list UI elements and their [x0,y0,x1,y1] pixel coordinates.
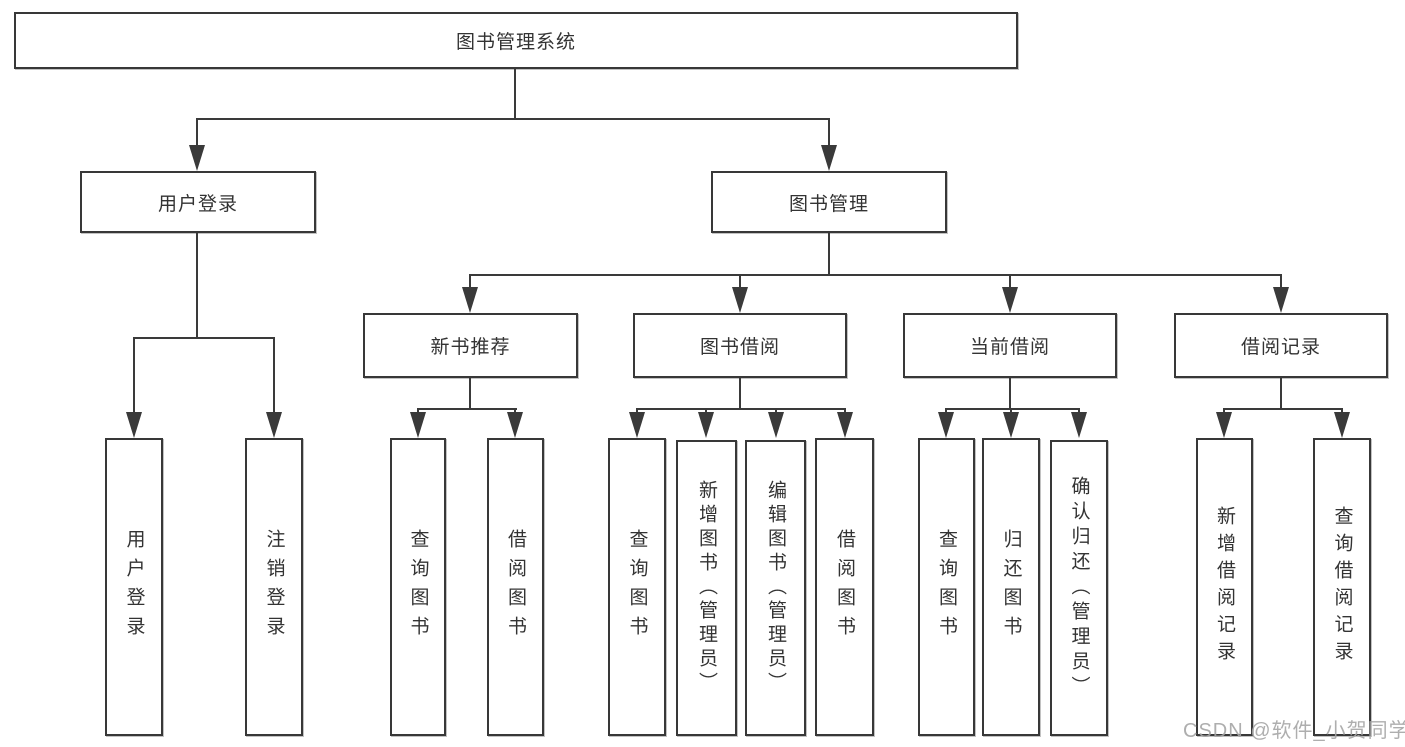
leaf-cb-query-books-label: 查询图书 [936,529,957,645]
leaf-nb-borrow-books: 借阅图书 [487,438,544,736]
node-user-login: 用户登录 [80,171,316,233]
arrow-to-book-mgmt [821,145,837,171]
csdn-watermark: CSDN @软件_小贺同学 [1183,720,1405,742]
leaf-nb-borrow-books-label: 借阅图书 [505,529,526,645]
arrow-to-borrow-records [1273,287,1289,313]
node-book-mgmt: 图书管理 [711,171,947,233]
leaf-cb-return-books: 归还图书 [982,438,1040,736]
node-book-mgmt-label: 图书管理 [788,193,869,215]
leaf-br-add-record: 新增借阅记录 [1196,438,1253,736]
connector-nb-rail [417,408,517,410]
connector-nb-stem [469,378,471,408]
leaf-nb-query-books-label: 查询图书 [407,529,429,645]
arrow-to-br-query [1334,412,1350,438]
leaf-user-login-label: 用户登录 [123,529,145,645]
leaf-br-query-record: 查询借阅记录 [1313,438,1371,736]
connector-l3-drop-3 [1009,274,1011,289]
leaf-cb-confirm-return-label: 确认归还（管理员） [1068,475,1090,701]
connector-l2-drop-right [828,118,830,148]
node-user-login-label: 用户登录 [157,193,238,215]
connector-user-rail [133,337,275,339]
arrow-to-leaf-logout [266,412,282,438]
leaf-bb-edit-books-label: 编辑图书（管理员） [765,480,786,696]
connector-l3-drop-2 [739,274,741,289]
arrow-to-bb-add [698,412,714,438]
arrow-to-nb-borrow [507,412,523,438]
leaf-cb-query-books: 查询图书 [918,438,975,736]
connector-user-drop-2 [273,337,275,414]
leaf-cb-confirm-return: 确认归还（管理员） [1050,440,1108,736]
node-new-book-rec-label: 新书推荐 [430,337,511,358]
arrow-to-nb-query [410,412,426,438]
leaf-bb-borrow-books-label: 借阅图书 [834,529,855,645]
node-book-borrow: 图书借阅 [633,313,847,378]
connector-br-stem [1280,378,1282,408]
arrow-to-cb-return [1003,412,1019,438]
connector-br-rail [1223,408,1343,410]
leaf-bb-add-books-label: 新增图书（管理员） [696,480,717,696]
node-current-borrow-label: 当前借阅 [969,337,1050,358]
arrow-to-bb-edit [768,412,784,438]
leaf-logout: 注销登录 [245,438,303,736]
leaf-br-query-record-label: 查询借阅记录 [1331,506,1353,668]
arrow-to-book-borrow [732,287,748,313]
leaf-bb-query-books: 查询图书 [608,438,666,736]
connector-l2-drop-left [196,118,198,148]
node-book-borrow-label: 图书借阅 [699,337,780,358]
leaf-cb-return-books-label: 归还图书 [1000,529,1022,645]
arrow-to-br-add [1216,412,1232,438]
node-root-label: 图书管理系统 [455,32,576,53]
connector-l3-drop-4 [1280,274,1282,289]
connector-cb-stem [1009,378,1011,408]
leaf-bb-borrow-books: 借阅图书 [815,438,874,736]
node-borrow-records: 借阅记录 [1174,313,1388,378]
node-root: 图书管理系统 [14,12,1018,69]
connector-user-drop-1 [133,337,135,414]
connector-cb-rail [945,408,1080,410]
node-new-book-rec: 新书推荐 [363,313,578,378]
leaf-logout-label: 注销登录 [263,529,285,645]
connector-bb-rail [636,408,846,410]
connector-l2-rail [196,118,830,120]
node-current-borrow: 当前借阅 [903,313,1117,378]
arrow-to-leaf-user-login [126,412,142,438]
arrow-to-cb-query [938,412,954,438]
connector-root-stem [514,69,516,118]
leaf-bb-add-books: 新增图书（管理员） [676,440,737,736]
connector-l3-rail [469,274,1282,276]
arrow-to-current-borrow [1002,287,1018,313]
arrow-to-cb-confirm [1071,412,1087,438]
connector-bb-stem [739,378,741,408]
leaf-nb-query-books: 查询图书 [390,438,446,736]
leaf-br-add-record-label: 新增借阅记录 [1214,506,1235,668]
arrow-to-bb-query [629,412,645,438]
connector-l3-drop-1 [469,274,471,289]
arrow-to-new-book-rec [462,287,478,313]
leaf-user-login: 用户登录 [105,438,163,736]
leaf-bb-query-books-label: 查询图书 [626,529,648,645]
node-borrow-records-label: 借阅记录 [1240,337,1321,358]
arrow-to-user-login [189,145,205,171]
arrow-to-bb-borrow [837,412,853,438]
connector-user-stem [196,233,198,337]
connector-book-stem [828,233,830,274]
leaf-bb-edit-books: 编辑图书（管理员） [745,440,806,736]
